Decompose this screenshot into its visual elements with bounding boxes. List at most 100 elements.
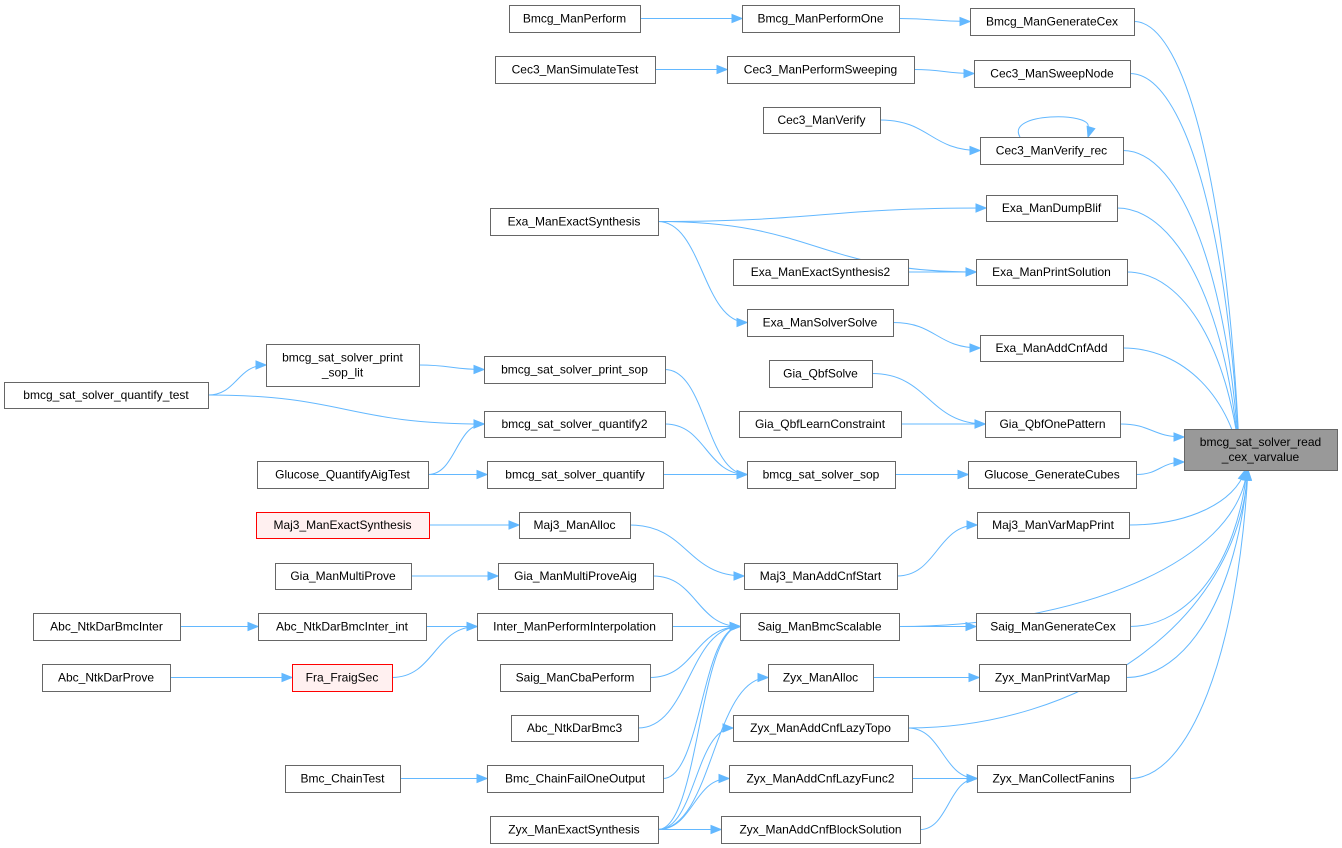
node-label: Gia_QbfSolve [783, 367, 858, 381]
node-zyx-man-exact-synthesis[interactable]: Zyx_ManExactSynthesis [490, 816, 659, 844]
edge-exa-man-dump-blif-to-target [1116, 207, 1241, 471]
node-box [739, 411, 902, 438]
node-box [744, 563, 898, 590]
node-abc-ntk-dar-bmc-inter-int[interactable]: Abc_NtkDarBmcInter_int [258, 613, 427, 641]
arrowhead-icon [731, 13, 744, 24]
node-label: Bmcg_ManPerformOne [757, 12, 883, 26]
node-exa-man-add-cnf-add[interactable]: Exa_ManAddCnfAdd [980, 335, 1124, 362]
node-label: Cec3_ManVerify [777, 113, 865, 127]
node-box [484, 356, 666, 384]
edge-bmcg-sat-solver-print-sop-to-bmcg-sat-solver-sop [664, 369, 748, 475]
node-zyx-man-add-cnf-block-solution[interactable]: Zyx_ManAddCnfBlockSolution [721, 816, 921, 844]
node-label: Gia_QbfLearnConstraint [755, 417, 886, 431]
node-cec3-man-simulate-test[interactable]: Cec3_ManSimulateTest [495, 56, 656, 84]
arrowhead-icon [729, 621, 742, 632]
edge-maj3-man-add-cnf-start-to-maj3-man-var-map-print [896, 524, 978, 577]
node-zyx-man-alloc[interactable]: Zyx_ManAlloc [768, 664, 874, 692]
node-box [266, 344, 420, 387]
node-bmc-chain-fail-one-output[interactable]: Bmc_ChainFailOneOutput [487, 765, 664, 793]
node-box [275, 563, 412, 590]
node-saig-man-generate-cex[interactable]: Saig_ManGenerateCex [976, 613, 1131, 641]
node-abc-ntk-dar-bmc-inter[interactable]: Abc_NtkDarBmcInter [33, 613, 181, 641]
node-gia-qbf-one-pattern[interactable]: Gia_QbfOnePattern [985, 411, 1121, 438]
node-label: Gia_ManMultiProveAig [514, 569, 637, 583]
arrowhead-icon [963, 68, 976, 79]
node-label: bmcg_sat_solver_sop [763, 468, 880, 482]
node-bmc-chain-test[interactable]: Bmc_ChainTest [285, 765, 401, 793]
node-maj3-man-add-cnf-start[interactable]: Maj3_ManAddCnfStart [744, 563, 898, 590]
edge-bmcg-sat-solver-quantify-test-to-bmcg-sat-solver-quantify2 [207, 394, 485, 425]
node-exa-man-solver-solve[interactable]: Exa_ManSolverSolve [747, 309, 894, 337]
node-box [519, 512, 631, 539]
arrowhead-icon [957, 469, 970, 480]
node-bmcg-man-generate-cex[interactable]: Bmcg_ManGenerateCex [970, 8, 1135, 36]
arrowhead-icon [473, 364, 486, 375]
node-zyx-man-add-cnf-lazy-func2[interactable]: Zyx_ManAddCnfLazyFunc2 [729, 765, 913, 793]
edge-cec3-man-sweep-node-to-target [1129, 73, 1241, 471]
node-glucose-generate-cubes[interactable]: Glucose_GenerateCubes [968, 461, 1137, 489]
node-zyx-man-add-cnf-lazy-topo[interactable]: Zyx_ManAddCnfLazyTopo [733, 715, 909, 742]
node-cec3-man-verify-rec[interactable]: Cec3_ManVerify_rec [980, 137, 1124, 165]
node-box [980, 137, 1124, 165]
node-exa-man-exact-synthesis2[interactable]: Exa_ManExactSynthesis2 [733, 259, 909, 286]
node-glucose-quantify-aig-test[interactable]: Glucose_QuantifyAigTest [257, 461, 429, 489]
node-bmcg-sat-solver-quantify2[interactable]: bmcg_sat_solver_quantify2 [484, 411, 666, 438]
node-box [42, 664, 171, 692]
arrowhead-icon [736, 317, 749, 328]
edge-exa-man-exact-synthesis-to-exa-man-print-solution [657, 221, 977, 273]
node-box [33, 613, 181, 641]
node-gia-qbf-solve[interactable]: Gia_QbfSolve [769, 360, 873, 388]
node-bmcg-man-perform-one[interactable]: Bmcg_ManPerformOne [742, 5, 900, 33]
edge-cec3-man-verify-rec-to-cec3-man-verify-rec [1017, 116, 1089, 138]
node-zyx-man-print-var-map[interactable]: Zyx_ManPrintVarMap [979, 664, 1127, 692]
node-zyx-man-collect-fanins[interactable]: Zyx_ManCollectFanins [977, 765, 1131, 793]
node-gia-qbf-learn-constraint[interactable]: Gia_QbfLearnConstraint [739, 411, 902, 438]
node-bmcg-man-perform[interactable]: Bmcg_ManPerform [509, 5, 641, 33]
edge-bmcg-sat-solver-quantify-test-to-bmcg-sat-solver-print-sop-lit [207, 364, 267, 396]
node-exa-man-dump-blif[interactable]: Exa_ManDumpBlif [986, 195, 1118, 222]
node-bmcg-sat-solver-quantify[interactable]: bmcg_sat_solver_quantify [487, 461, 664, 489]
edges-layer [169, 13, 1253, 835]
arrowhead-icon [733, 571, 746, 581]
edge-cec3-man-verify-to-cec3-man-verify-rec [879, 119, 981, 151]
node-fra-fraig-sec[interactable]: Fra_FraigSec [292, 664, 393, 692]
node-exa-man-exact-synthesis[interactable]: Exa_ManExactSynthesis [490, 208, 659, 236]
node-box [733, 715, 909, 742]
node-label: Inter_ManPerformInterpolation [493, 620, 656, 634]
node-bmcg-sat-solver-print-sop[interactable]: bmcg_sat_solver_print_sop [484, 356, 666, 384]
node-label: bmcg_sat_solver_quantify [505, 468, 644, 482]
edge-zyx-man-exact-synthesis-to-zyx-man-add-cnf-lazy-func2 [657, 778, 730, 830]
node-abc-ntk-dar-prove[interactable]: Abc_NtkDarProve [42, 664, 171, 692]
node-maj3-man-exact-synthesis[interactable]: Maj3_ManExactSynthesis [256, 512, 430, 539]
node-cec3-man-perform-sweeping[interactable]: Cec3_ManPerformSweeping [727, 56, 915, 84]
node-box [484, 411, 666, 438]
node-box [500, 664, 651, 692]
node-box [487, 461, 664, 489]
node-bmcg-sat-solver-print-sop-lit[interactable]: bmcg_sat_solver_print_sop_lit [266, 344, 420, 387]
node-label: Exa_ManDumpBlif [1002, 201, 1102, 215]
edge-maj3-man-alloc-to-maj3-man-add-cnf-start [629, 524, 745, 577]
arrowhead-icon [722, 723, 735, 733]
node-bmcg-sat-solver-quantify-test[interactable]: bmcg_sat_solver_quantify_test [4, 382, 209, 409]
node-box [986, 195, 1118, 222]
edge-saig-man-cba-perform-to-saig-man-bmc-scalable [649, 626, 741, 678]
node-bmcg-sat-solver-sop[interactable]: bmcg_sat_solver_sop [747, 461, 896, 489]
node-inter-man-perform-interpolation[interactable]: Inter_ManPerformInterpolation [477, 613, 673, 641]
edge-zyx-man-collect-fanins-to-target [1129, 469, 1249, 779]
node-label: bmcg_sat_solver_print [282, 351, 403, 365]
node-saig-man-bmc-scalable[interactable]: Saig_ManBmcScalable [740, 613, 900, 641]
node-exa-man-print-solution[interactable]: Exa_ManPrintSolution [976, 259, 1128, 286]
node-label: Exa_ManAddCnfAdd [995, 341, 1107, 355]
arrowhead-icon [716, 64, 729, 75]
node-maj3-man-var-map-print[interactable]: Maj3_ManVarMapPrint [977, 512, 1130, 539]
node-gia-man-multi-prove-aig[interactable]: Gia_ManMultiProveAig [498, 563, 654, 590]
target-node[interactable]: bmcg_sat_solver_read_cex_varvalue [1184, 429, 1338, 471]
node-saig-man-cba-perform[interactable]: Saig_ManCbaPerform [500, 664, 651, 692]
arrowhead-icon [718, 773, 731, 784]
node-gia-man-multi-prove[interactable]: Gia_ManMultiProve [275, 563, 412, 590]
node-cec3-man-verify[interactable]: Cec3_ManVerify [763, 107, 881, 134]
node-cec3-man-sweep-node[interactable]: Cec3_ManSweepNode [974, 60, 1131, 88]
node-maj3-man-alloc[interactable]: Maj3_ManAlloc [519, 512, 631, 539]
node-label: Cec3_ManPerformSweeping [744, 63, 897, 77]
node-abc-ntk-dar-bmc3[interactable]: Abc_NtkDarBmc3 [511, 715, 639, 742]
